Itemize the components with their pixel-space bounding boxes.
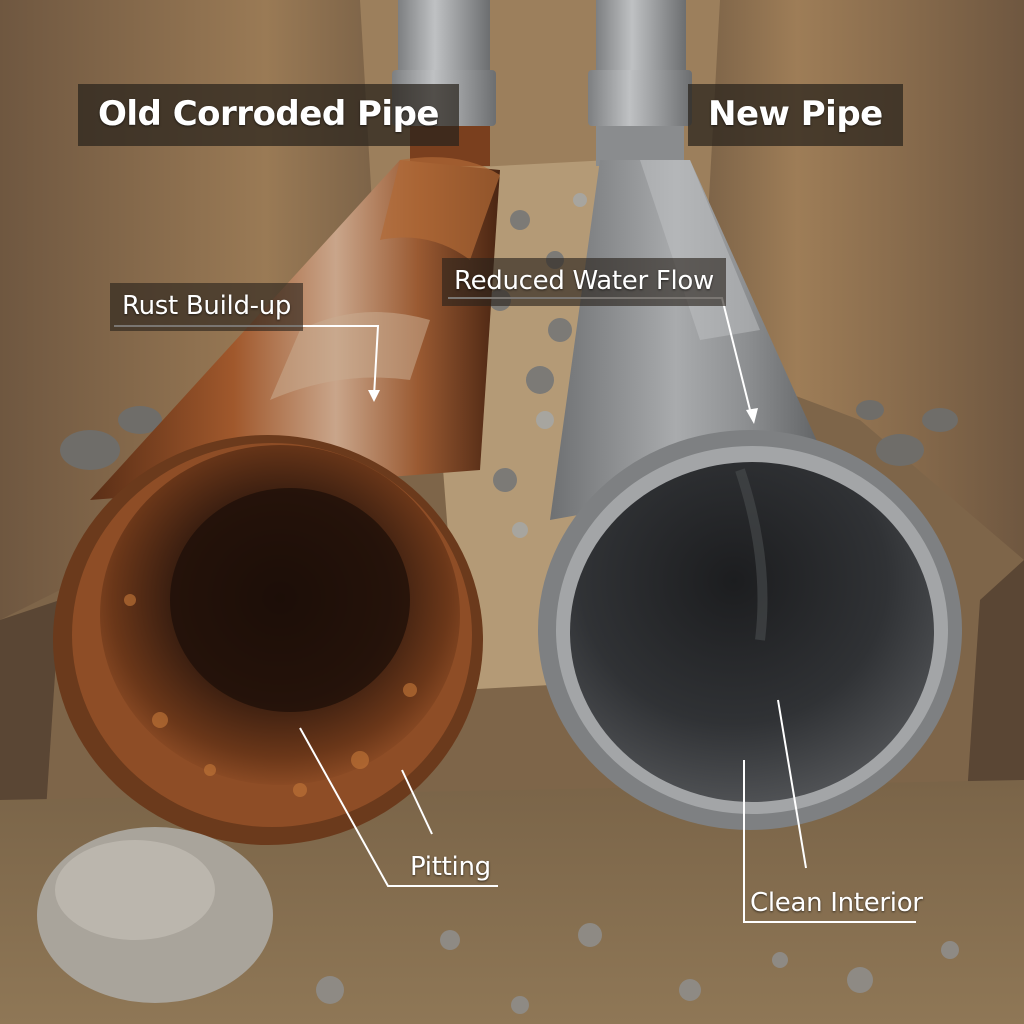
clean-interior-label: Clean Interior [750, 888, 923, 918]
pitting-leader-line [299, 727, 498, 887]
pitting-leader-line-2 [401, 769, 433, 835]
rust-arrowhead [368, 390, 380, 402]
flow-arrowhead [746, 408, 758, 424]
reduced-flow-label: Reduced Water Flow [442, 258, 727, 306]
pitting-label: Pitting [410, 852, 491, 882]
clean-leader-line-2 [777, 699, 807, 869]
old-pipe-title: Old Corroded Pipe [78, 84, 459, 146]
rust-buildup-label: Rust Build-up [110, 283, 304, 331]
new-pipe-title: New Pipe [688, 84, 903, 146]
clean-leader-line [743, 760, 916, 923]
